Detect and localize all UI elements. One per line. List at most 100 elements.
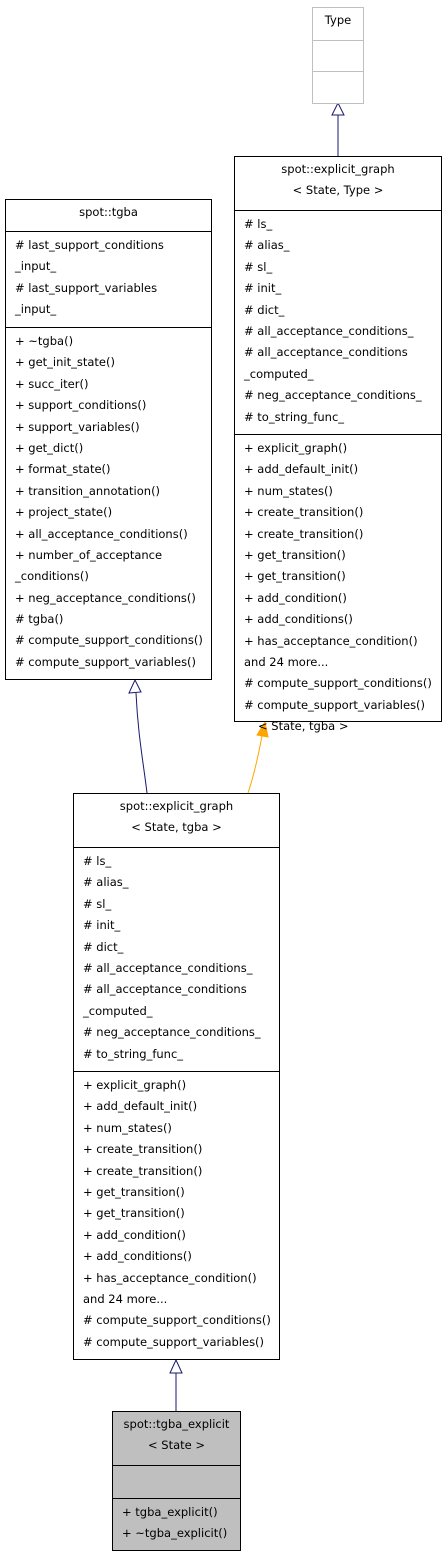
- attribute-item[interactable]: # neg_acceptance_conditions_: [244, 388, 422, 403]
- attribute-item[interactable]: _computed_: [244, 366, 314, 381]
- attribute-item[interactable]: # last_support_variables: [15, 280, 158, 295]
- attribute-item[interactable]: # alias_: [83, 875, 129, 890]
- method-item[interactable]: # compute_support_variables(): [15, 654, 197, 669]
- method-item[interactable]: + ~tgba_explicit(): [122, 1526, 228, 1541]
- attribute-item[interactable]: # init_: [83, 918, 121, 933]
- class-title: spot::tgba: [6, 200, 211, 232]
- method-item[interactable]: + get_init_state(): [15, 355, 115, 370]
- method-item[interactable]: + support_conditions(): [15, 398, 147, 413]
- inheritance-arrowhead: [169, 1358, 183, 1374]
- attribute-item[interactable]: # sl_: [83, 896, 112, 911]
- attributes-section: # ls_ # alias_ # sl_ # init_ # dict_ # all_ac…: [235, 211, 441, 435]
- method-item[interactable]: + get_transition(): [244, 547, 346, 562]
- method-item[interactable]: and 24 more...: [83, 1291, 168, 1306]
- edge-explicit-graph-generic-to-type: [331, 101, 345, 156]
- attribute-item[interactable]: # all_acceptance_conditions: [83, 982, 247, 997]
- method-item[interactable]: + create_transition(): [83, 1142, 203, 1157]
- method-item[interactable]: + create_transition(): [244, 526, 364, 541]
- method-item[interactable]: # compute_support_variables(): [83, 1334, 265, 1349]
- method-item[interactable]: + format_state(): [15, 462, 111, 477]
- class-type[interactable]: Type: [312, 7, 364, 104]
- attribute-item[interactable]: _computed_: [83, 1003, 153, 1018]
- title-line: spot::tgba_explicit: [123, 1417, 230, 1431]
- title-line: spot::tgba: [79, 205, 138, 219]
- method-item[interactable]: + all_acceptance_conditions(): [15, 526, 188, 541]
- method-item[interactable]: + project_state(): [15, 505, 113, 520]
- attribute-item[interactable]: # init_: [244, 281, 282, 296]
- attribute-item[interactable]: # all_acceptance_conditions_: [83, 960, 253, 975]
- attributes-section: [313, 41, 363, 72]
- class-tgba-explicit[interactable]: spot::tgba_explicit < State > + tgba_exp…: [112, 1411, 241, 1551]
- class-explicit-graph-generic[interactable]: spot::explicit_graph < State, Type > # l…: [234, 156, 442, 722]
- method-item[interactable]: + tgba_explicit(): [122, 1505, 218, 1519]
- method-item[interactable]: + get_transition(): [244, 569, 346, 584]
- method-item[interactable]: + add_condition(): [244, 590, 347, 605]
- attributes-section: # ls_ # alias_ # sl_ # init_ # dict_ # all_ac…: [74, 848, 279, 1072]
- attribute-item[interactable]: # sl_: [244, 259, 273, 274]
- method-item[interactable]: + number_of_acceptance: [15, 547, 163, 562]
- title-line: < State, Type >: [292, 183, 384, 197]
- method-item[interactable]: + has_acceptance_condition(): [83, 1270, 257, 1285]
- attribute-item[interactable]: # alias_: [244, 238, 290, 253]
- method-item[interactable]: + explicit_graph(): [83, 1078, 187, 1092]
- template-edge-label: < State, tgba >: [258, 719, 349, 733]
- title-line: Type: [324, 13, 352, 27]
- method-item[interactable]: + add_condition(): [83, 1227, 186, 1242]
- attribute-item[interactable]: # to_string_func_: [244, 409, 345, 424]
- attribute-item[interactable]: # dict_: [83, 939, 124, 954]
- attribute-item[interactable]: # to_string_func_: [83, 1046, 184, 1061]
- method-item[interactable]: + get_dict(): [15, 440, 84, 455]
- method-item[interactable]: # compute_support_conditions(): [15, 633, 203, 648]
- class-title: spot::explicit_graph < State, Type >: [235, 157, 441, 211]
- method-item[interactable]: + get_transition(): [83, 1206, 185, 1221]
- methods-section: + explicit_graph() + add_default_init() + …: [74, 1072, 279, 1353]
- title-line: < State >: [147, 1438, 206, 1452]
- attribute-item[interactable]: # dict_: [244, 302, 285, 317]
- method-item[interactable]: + neg_acceptance_conditions(): [15, 590, 196, 605]
- method-item[interactable]: + create_transition(): [244, 505, 364, 520]
- method-item[interactable]: # compute_support_conditions(): [244, 676, 432, 691]
- attribute-item[interactable]: # neg_acceptance_conditions_: [83, 1025, 261, 1040]
- class-explicit-graph-tgba[interactable]: spot::explicit_graph < State, tgba > # l…: [73, 793, 280, 1360]
- method-item[interactable]: + add_conditions(): [83, 1249, 192, 1264]
- method-item[interactable]: # compute_support_variables(): [244, 697, 426, 712]
- method-item[interactable]: + support_variables(): [15, 419, 140, 434]
- title-line: spot::explicit_graph: [119, 799, 234, 813]
- edge-template-instantiation: [247, 720, 269, 794]
- attributes-section: [113, 1466, 240, 1499]
- method-item[interactable]: + add_default_init(): [83, 1099, 198, 1114]
- method-item[interactable]: + num_states(): [83, 1120, 172, 1135]
- class-tgba[interactable]: spot::tgba # last_support_conditions_inp…: [5, 199, 212, 680]
- method-item[interactable]: + ~tgba(): [15, 334, 74, 348]
- method-item[interactable]: + has_acceptance_condition(): [244, 633, 418, 648]
- methods-section: + tgba_explicit() + ~tgba_explicit(): [113, 1499, 240, 1545]
- attribute-item[interactable]: # ls_: [244, 217, 273, 231]
- attributes-section: # last_support_conditions _input_ # last_s…: [6, 232, 211, 328]
- method-item[interactable]: + succ_iter(): [15, 376, 89, 391]
- method-item[interactable]: # tgba(): [15, 612, 64, 627]
- attribute-item[interactable]: # all_acceptance_conditions_: [244, 323, 414, 338]
- methods-section: + explicit_graph() + add_default_init() + …: [235, 435, 441, 716]
- class-title: spot::tgba_explicit < State >: [113, 1412, 240, 1466]
- method-item[interactable]: + create_transition(): [83, 1163, 203, 1178]
- method-item[interactable]: + transition_annotation(): [15, 483, 161, 498]
- inheritance-arrowhead: [331, 101, 345, 116]
- attribute-item[interactable]: # all_acceptance_conditions: [244, 345, 408, 360]
- attribute-item[interactable]: _input_: [15, 302, 57, 317]
- attribute-item[interactable]: # ls_: [83, 854, 112, 868]
- method-item[interactable]: _conditions(): [15, 569, 89, 584]
- method-item[interactable]: + num_states(): [244, 483, 333, 498]
- method-item[interactable]: + get_transition(): [83, 1184, 185, 1199]
- class-title: Type: [313, 8, 363, 41]
- method-item[interactable]: + explicit_graph(): [244, 441, 348, 455]
- attribute-item[interactable]: _input_: [15, 259, 57, 274]
- title-line: spot::explicit_graph: [281, 162, 395, 176]
- method-item[interactable]: + add_default_init(): [244, 462, 359, 477]
- attribute-item[interactable]: # last_support_conditions: [15, 238, 164, 252]
- method-item[interactable]: # compute_support_conditions(): [83, 1313, 271, 1328]
- method-item[interactable]: and 24 more...: [244, 654, 329, 669]
- method-item[interactable]: + add_conditions(): [244, 612, 353, 627]
- methods-section: + ~tgba() + get_init_state() + succ_iter()…: [6, 328, 211, 673]
- edge-explicit-graph-tgba-to-tgba: [128, 678, 148, 794]
